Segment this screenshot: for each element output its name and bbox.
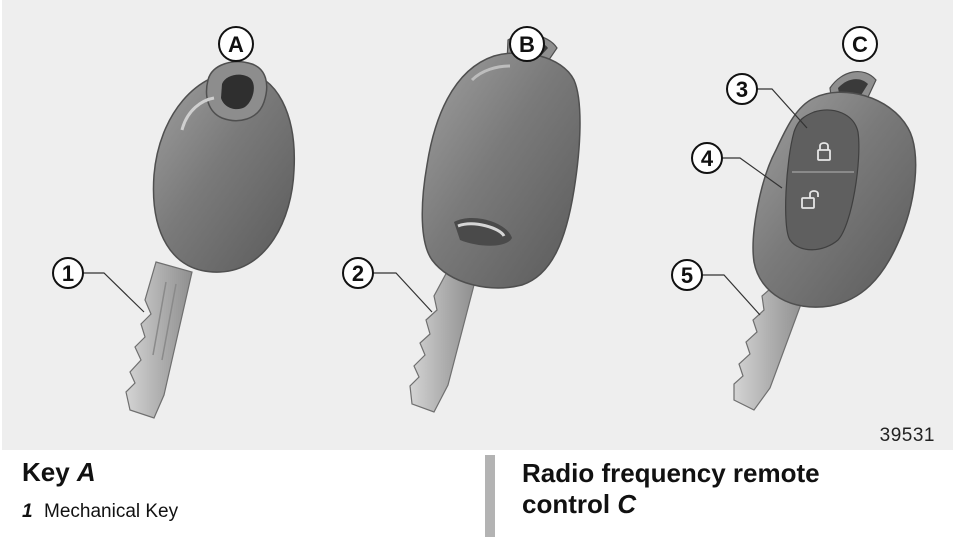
key-a-section: Key A 1 Mechanical Key xyxy=(22,456,442,524)
figure-reference-number: 39531 xyxy=(879,425,935,446)
legend-item-text: Mechanical Key xyxy=(44,501,179,522)
key-b-head xyxy=(421,52,581,289)
callout-1-text: 1 xyxy=(62,261,74,286)
callout-2-text: 2 xyxy=(352,261,364,286)
callout-4-text: 4 xyxy=(701,146,714,171)
label-a-text: A xyxy=(228,32,244,57)
callout-1: 1 xyxy=(52,257,145,313)
remote-c-blade xyxy=(733,281,805,411)
key-illustration: A B C 1 2 3 4 xyxy=(52,26,917,419)
key-a-head xyxy=(152,60,296,273)
remote-c-section: Radio frequency remote control C xyxy=(522,458,942,520)
key-illustration-figure: A B C 1 2 3 4 xyxy=(2,0,953,450)
remote-c-heading-line2-prefix: control xyxy=(522,489,618,519)
key-a-heading-prefix: Key xyxy=(22,457,77,487)
legend-item-number: 1 xyxy=(22,501,33,522)
column-divider xyxy=(485,455,495,537)
label-b-text: B xyxy=(519,32,535,57)
key-a-heading-letter: A xyxy=(76,457,96,487)
remote-c-heading-letter: C xyxy=(617,489,637,519)
callout-5-text: 5 xyxy=(681,263,693,288)
key-b-blade xyxy=(409,269,475,413)
key-a xyxy=(125,60,296,419)
legend-item: 1 Mechanical Key xyxy=(22,500,442,524)
unlock-icon xyxy=(801,190,819,209)
label-c-text: C xyxy=(852,32,868,57)
callout-5: 5 xyxy=(671,259,761,316)
remote-c-heading: Radio frequency remote control C xyxy=(522,458,942,520)
key-b xyxy=(409,33,581,413)
label-c-badge: C xyxy=(842,26,878,62)
lock-icon xyxy=(817,142,831,161)
callout-4: 4 xyxy=(691,142,783,189)
key-a-heading: Key A xyxy=(22,456,442,488)
remote-c-heading-line1: Radio frequency remote xyxy=(522,458,820,488)
unlock-button xyxy=(801,190,819,209)
lock-button xyxy=(817,142,831,161)
label-a-badge: A xyxy=(218,26,254,62)
remote-c xyxy=(733,71,917,411)
key-a-blade xyxy=(125,261,193,419)
callout-2: 2 xyxy=(342,257,433,313)
label-b-badge: B xyxy=(509,26,545,62)
callout-3: 3 xyxy=(726,73,808,129)
remote-button-panel xyxy=(785,109,860,251)
callout-3-text: 3 xyxy=(736,77,748,102)
